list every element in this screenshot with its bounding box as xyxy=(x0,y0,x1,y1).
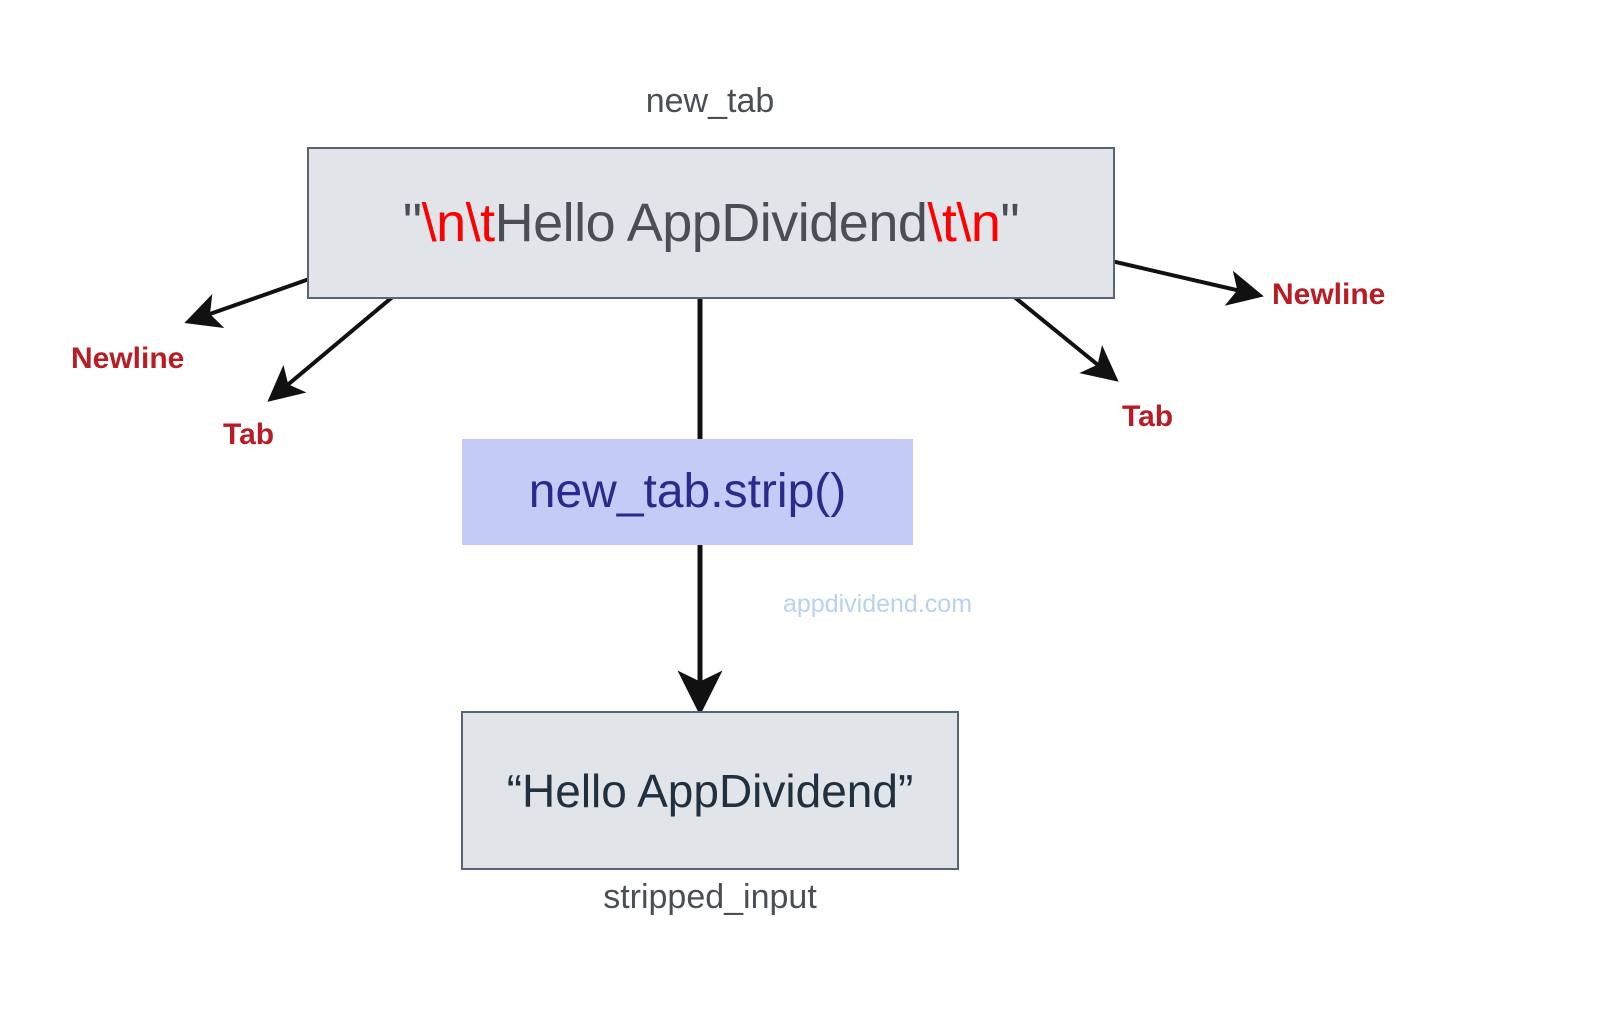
output-string-box[interactable]: “Hello AppDividend” xyxy=(461,711,959,870)
annotation-tab-right: Tab xyxy=(1122,400,1174,433)
strip-method-chip[interactable]: new_tab.strip() xyxy=(462,439,913,545)
annotation-newline-right: Newline xyxy=(1272,278,1386,311)
output-string-text: “Hello AppDividend” xyxy=(506,764,914,817)
annotation-tab-left: Tab xyxy=(223,418,275,451)
site-watermark: appdividend.com xyxy=(783,590,973,618)
annotation-newline-left: Newline xyxy=(71,342,185,375)
output-node-caption: stripped_input xyxy=(603,878,817,916)
leading-escapes: \n\t xyxy=(421,193,496,253)
input-core-text: Hello AppDividend xyxy=(494,193,928,253)
input-node-caption: new_tab xyxy=(645,82,775,120)
input-string-text: "\n\tHello AppDividend\t\n" xyxy=(402,193,1020,253)
trailing-escapes: \t\n xyxy=(927,193,1001,253)
quote-open: " xyxy=(402,193,422,253)
input-string-box[interactable]: "\n\tHello AppDividend\t\n" xyxy=(307,147,1115,299)
strip-method-label: new_tab.strip() xyxy=(528,465,847,518)
quote-close: " xyxy=(1000,193,1020,253)
